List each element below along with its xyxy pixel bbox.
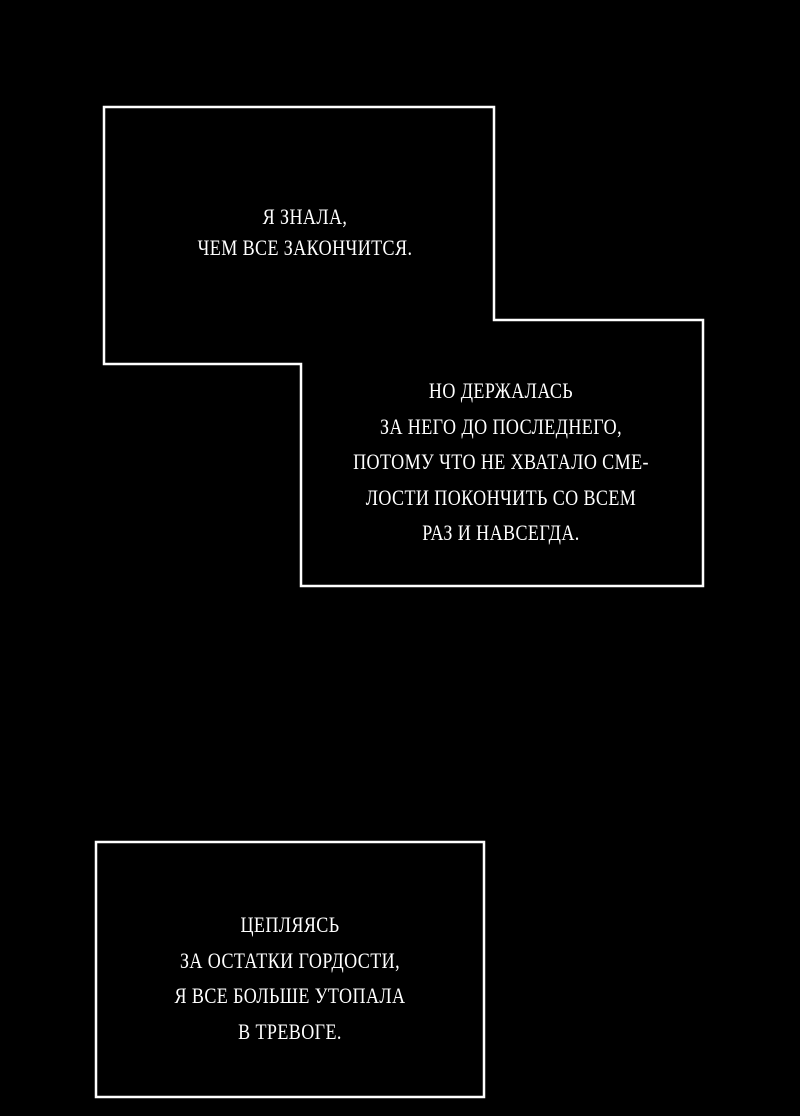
caption-text-2: НО ДЕРЖАЛАСЬ ЗА НЕГО ДО ПОСЛЕДНЕГО, ПОТО…	[336, 373, 666, 551]
caption-box-bottom-outline	[94, 840, 486, 1099]
caption-2-line: ПОТОМУ ЧТО НЕ ХВАТАЛО СМЕ-	[353, 449, 649, 474]
caption-box-stepped-outline	[102, 105, 705, 588]
caption-3-line: ЦЕПЛЯЯСЬ	[240, 912, 340, 937]
caption-2-line: ЛОСТИ ПОКОНЧИТЬ СО ВСЕМ	[365, 484, 637, 510]
caption-3-line: ЗА ОСТАТКИ ГОРДОСТИ,	[179, 947, 401, 973]
caption-2-line: РАЗ И НАВСЕГДА.	[422, 520, 580, 545]
caption-3-line: Я ВСЕ БОЛЬШЕ УТОПАЛА	[174, 983, 406, 1008]
caption-1-line: ЧЕМ ВСЕ ЗАКОНЧИТСЯ.	[197, 235, 413, 260]
caption-2-line: НО ДЕРЖАЛАСЬ	[428, 378, 574, 403]
caption-text-3: ЦЕПЛЯЯСЬ ЗА ОСТАТКИ ГОРДОСТИ, Я ВСЕ БОЛЬ…	[131, 907, 449, 1049]
caption-3-line: В ТРЕВОГЕ.	[238, 1018, 342, 1044]
caption-text-1: Я ЗНАЛА, ЧЕМ ВСЕ ЗАКОНЧИТСЯ.	[178, 201, 432, 263]
caption-1-line: Я ЗНАЛА,	[262, 204, 348, 229]
caption-2-line: ЗА НЕГО ДО ПОСЛЕДНЕГО,	[379, 413, 622, 439]
